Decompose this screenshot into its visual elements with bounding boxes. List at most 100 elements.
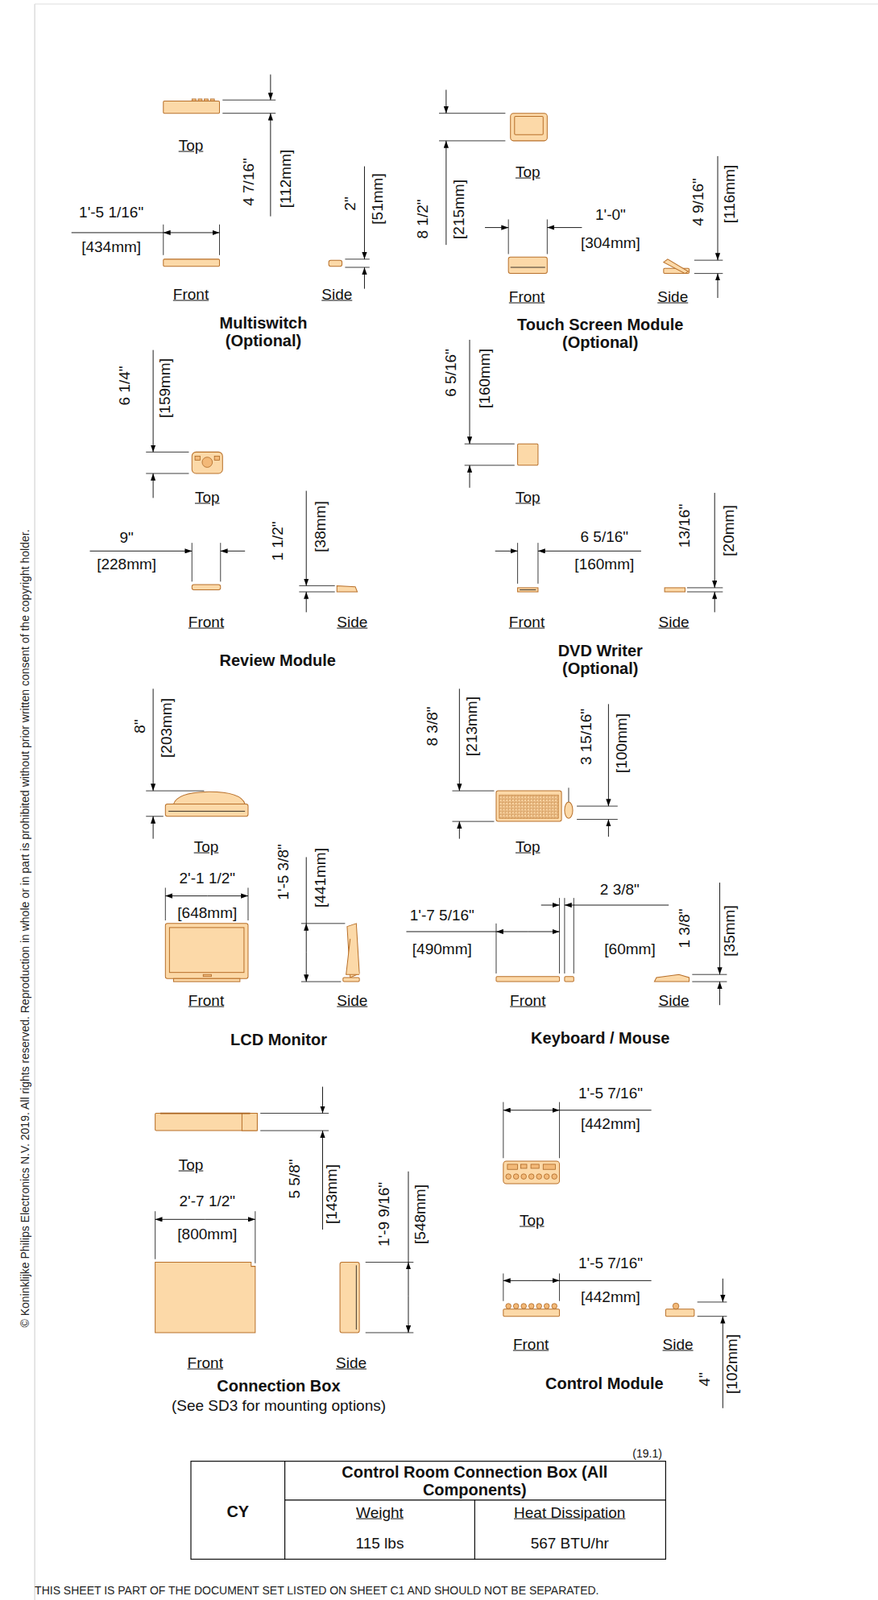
lcd-monitor-views-stroke [169, 927, 245, 974]
multiswitch-dimensions-stroke [344, 267, 369, 269]
touch-screen-dimensions-stroke [484, 227, 509, 228]
dimension-text: [228mm] [96, 555, 157, 573]
table-heading: Control Room Connection Box (All Compone… [329, 1463, 621, 1500]
dimension-text: [112mm] [277, 149, 295, 208]
touch-screen-views-stroke [510, 267, 546, 269]
multiswitch-dimensions-stroke [364, 267, 365, 290]
dimension-text: 4 9/16" [689, 178, 707, 227]
control-module-views-stroke [551, 1174, 558, 1181]
keyboard-mouse-dimensions-stroke [405, 931, 497, 932]
component-title: Connection Box [166, 1377, 392, 1396]
dimension-text: [38mm] [312, 501, 330, 552]
multiswitch-views-stroke [163, 100, 220, 113]
review-module-dimensions-stroke [145, 472, 189, 474]
control-module-views-stroke [530, 1164, 539, 1169]
keyboard-mouse-dimensions-stroke [459, 821, 460, 840]
touch-screen-views-stroke [508, 256, 547, 274]
multiswitch-views-stroke [328, 260, 342, 267]
dvd-writer-dimensions-stroke [464, 443, 515, 445]
keyboard-mouse-dimensions-stroke [608, 704, 609, 807]
dimension-text: [442mm] [580, 1116, 641, 1134]
component-title: Keyboard / Mouse [488, 1029, 713, 1048]
connection-box-views-stroke [241, 1114, 257, 1132]
keyboard-mouse-views-stroke [564, 977, 574, 982]
connection-box-views [155, 1114, 360, 1334]
review-module-dimensions-stroke [306, 491, 307, 587]
review-module-views-stroke [191, 584, 220, 590]
control-module-views-stroke [521, 1304, 527, 1310]
connection-box-dimensions-stroke [260, 1113, 329, 1115]
data-table-stroke [190, 1461, 666, 1561]
lcd-monitor-dimensions-stroke [306, 923, 307, 953]
keyboard-mouse-dimensions-stroke [608, 820, 609, 838]
control-module-views-stroke [536, 1174, 543, 1181]
dimension-text: [116mm] [721, 165, 739, 224]
multiswitch-dimensions-stroke [222, 99, 276, 101]
review-module-views [191, 451, 357, 593]
data-table [190, 1461, 666, 1561]
multiswitch-dimensions-stroke [344, 258, 369, 260]
keyboard-mouse-dimensions-stroke [559, 898, 560, 974]
control-module-views-stroke [542, 1164, 555, 1170]
dvd-writer-dimensions-stroke [517, 542, 518, 584]
view-label: Side [658, 993, 689, 1011]
keyboard-mouse-dimensions-stroke [719, 981, 721, 1006]
multiswitch-views-stroke [198, 99, 203, 102]
review-module-dimensions-stroke [220, 550, 245, 552]
control-module-views-stroke [503, 1161, 560, 1185]
touch-screen-views-stroke [663, 259, 688, 274]
control-module-views-stroke [513, 1304, 519, 1310]
dimension-text: [20mm] [720, 505, 738, 556]
keyboard-mouse-views-stroke [654, 974, 689, 982]
keyboard-mouse-dimensions-stroke [451, 821, 494, 823]
dvd-writer-dimensions-stroke [714, 492, 716, 589]
touch-screen-dimensions-stroke [717, 273, 719, 299]
dimension-text: 1'-9 9/16" [375, 1182, 393, 1247]
dimension-text: [60mm] [604, 940, 655, 958]
control-module-dimensions-stroke [559, 1273, 560, 1301]
control-module-dimensions-stroke [697, 1301, 728, 1303]
control-module-views-stroke [528, 1174, 535, 1181]
dimension-text: 6 5/16" [580, 528, 630, 546]
control-module-dimensions-stroke [722, 1279, 724, 1303]
component-title: DVD Writer (Optional) [534, 641, 667, 678]
dvd-writer-dimensions-stroke [469, 339, 471, 444]
touch-screen-dimensions-stroke [694, 260, 723, 261]
lcd-monitor-views-stroke [343, 977, 360, 982]
touch-screen-dimensions-stroke [445, 140, 447, 245]
note-text: (See SD3 for mounting options) [171, 1398, 386, 1416]
dimension-text: 2" [341, 197, 359, 212]
dvd-writer-dimensions-stroke [687, 591, 723, 593]
dimension-text: 1'-5 7/16" [578, 1085, 643, 1103]
keyboard-mouse-dimensions-stroke [496, 931, 528, 932]
view-label: Front [509, 614, 545, 632]
lcd-monitor-views-stroke [173, 978, 240, 982]
keyboard-mouse-views-stroke [496, 977, 560, 982]
view-label: Side [336, 993, 368, 1011]
multiswitch-views-stroke [191, 99, 196, 102]
revision-number: (19.1) [632, 1448, 663, 1461]
keyboard-mouse-dimensions-stroke [691, 981, 727, 983]
dimension-text: [100mm] [612, 713, 630, 774]
control-module-views-stroke [543, 1304, 550, 1310]
dvd-writer-dimensions-stroke [495, 550, 518, 552]
connection-box-dimensions-stroke [407, 1296, 409, 1334]
review-module-dimensions-stroke [298, 585, 335, 587]
view-label: Heat Dissipation [513, 1505, 626, 1523]
keyboard-mouse-dimensions-stroke [459, 688, 460, 792]
dimension-text: 8 1/2" [414, 199, 431, 240]
component-title: Touch Screen Module (Optional) [498, 315, 703, 352]
lcd-monitor-dimensions-stroke [301, 981, 341, 983]
dimension-text: [441mm] [312, 848, 330, 908]
lcd-monitor-views-stroke [168, 811, 245, 812]
dvd-writer-views-stroke [517, 443, 539, 466]
multiswitch-dimensions [71, 74, 370, 290]
review-module-dimensions-stroke [191, 542, 193, 582]
multiswitch-dimensions-stroke [222, 112, 276, 114]
connection-box-dimensions-stroke [365, 1262, 415, 1264]
keyboard-mouse-views-stroke [496, 791, 562, 822]
dimension-text: [215mm] [451, 179, 468, 240]
connection-box-dimensions-stroke [260, 1130, 329, 1132]
review-module-dimensions-stroke [306, 592, 307, 613]
dimension-text: 6 5/16" [443, 348, 460, 398]
